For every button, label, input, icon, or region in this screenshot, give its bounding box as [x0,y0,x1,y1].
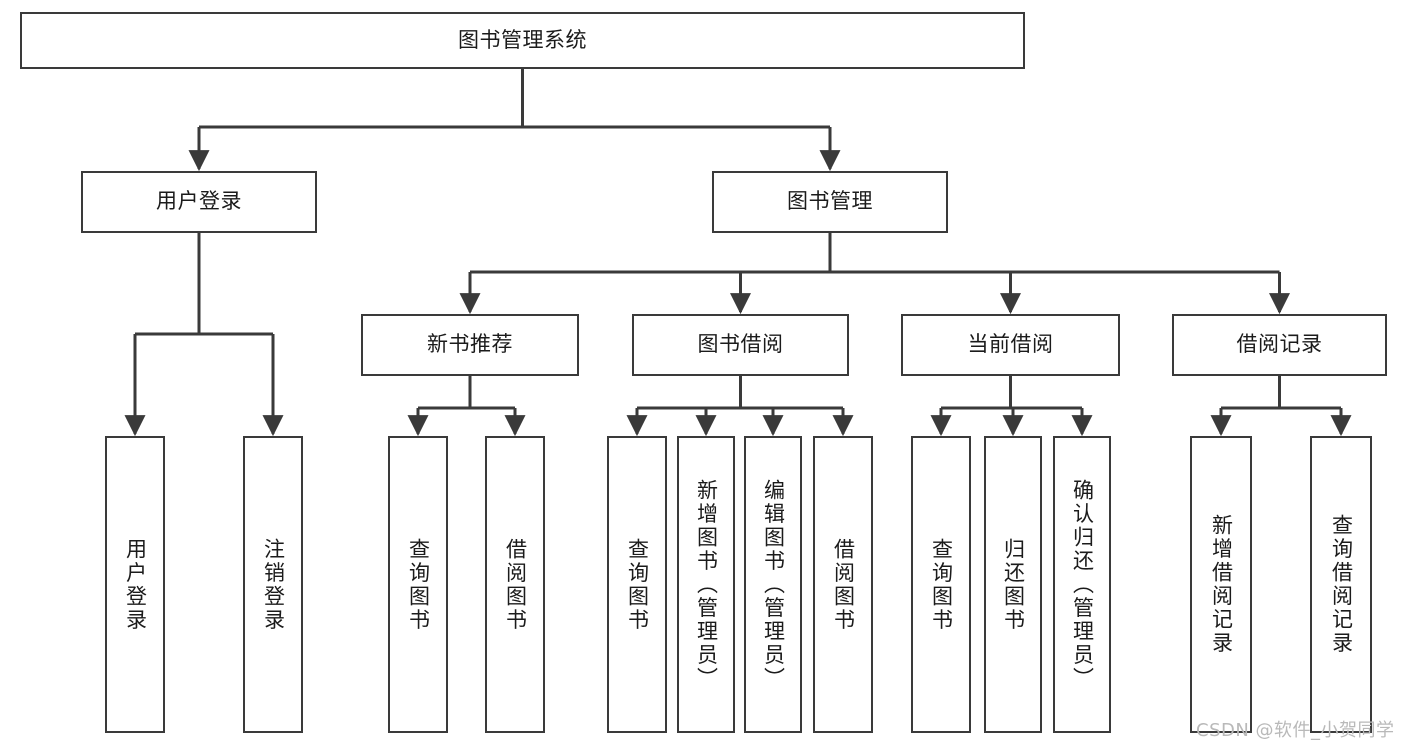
node-label: 查询图书 [625,537,650,632]
node-label: 查询借阅记录 [1329,514,1354,655]
node-label: 查询图书 [406,537,431,632]
node-label: 新增图书（管理员） [694,478,719,691]
node-label: 用户登录 [156,189,242,214]
node-label: 查询图书 [929,537,954,632]
node-label: 注销登录 [261,537,286,632]
node-leaf-current-3[interactable]: 确认归还（管理员） [1053,436,1111,733]
node-label: 当前借阅 [967,332,1054,357]
node-label: 图书管理 [787,189,873,214]
node-records[interactable]: 借阅记录 [1172,314,1387,376]
node-newbook[interactable]: 新书推荐 [361,314,579,376]
node-label: 归还图书 [1001,537,1026,632]
node-leaf-login-1[interactable]: 用户登录 [105,436,165,733]
node-leaf-current-1[interactable]: 查询图书 [911,436,971,733]
node-label: 用户登录 [123,537,148,632]
node-label: 图书借阅 [697,332,784,357]
node-leaf-current-2[interactable]: 归还图书 [984,436,1042,733]
node-label: 编辑图书（管理员） [761,478,786,691]
watermark-text: CSDN @软件_小贺同学 [1196,720,1395,741]
node-current[interactable]: 当前借阅 [901,314,1120,376]
node-leaf-newbook-2[interactable]: 借阅图书 [485,436,545,733]
node-label: 图书管理系统 [458,27,587,52]
node-leaf-newbook-1[interactable]: 查询图书 [388,436,448,733]
node-label: 借阅记录 [1236,332,1323,357]
node-label: 确认归还（管理员） [1070,478,1095,691]
node-leaf-borrow-4[interactable]: 借阅图书 [813,436,873,733]
node-label: 借阅图书 [831,537,856,632]
node-bookmgmt[interactable]: 图书管理 [712,171,948,233]
node-leaf-borrow-3[interactable]: 编辑图书（管理员） [744,436,802,733]
node-leaf-login-2[interactable]: 注销登录 [243,436,303,733]
node-leaf-records-2[interactable]: 查询借阅记录 [1310,436,1372,733]
node-leaf-records-1[interactable]: 新增借阅记录 [1190,436,1252,733]
node-leaf-borrow-2[interactable]: 新增图书（管理员） [677,436,735,733]
node-leaf-borrow-1[interactable]: 查询图书 [607,436,667,733]
node-label: 借阅图书 [503,537,528,632]
node-root[interactable]: 图书管理系统 [20,12,1025,69]
node-label: 新书推荐 [427,332,513,357]
node-label: 新增借阅记录 [1209,514,1234,655]
node-login[interactable]: 用户登录 [81,171,317,233]
node-borrow[interactable]: 图书借阅 [632,314,849,376]
